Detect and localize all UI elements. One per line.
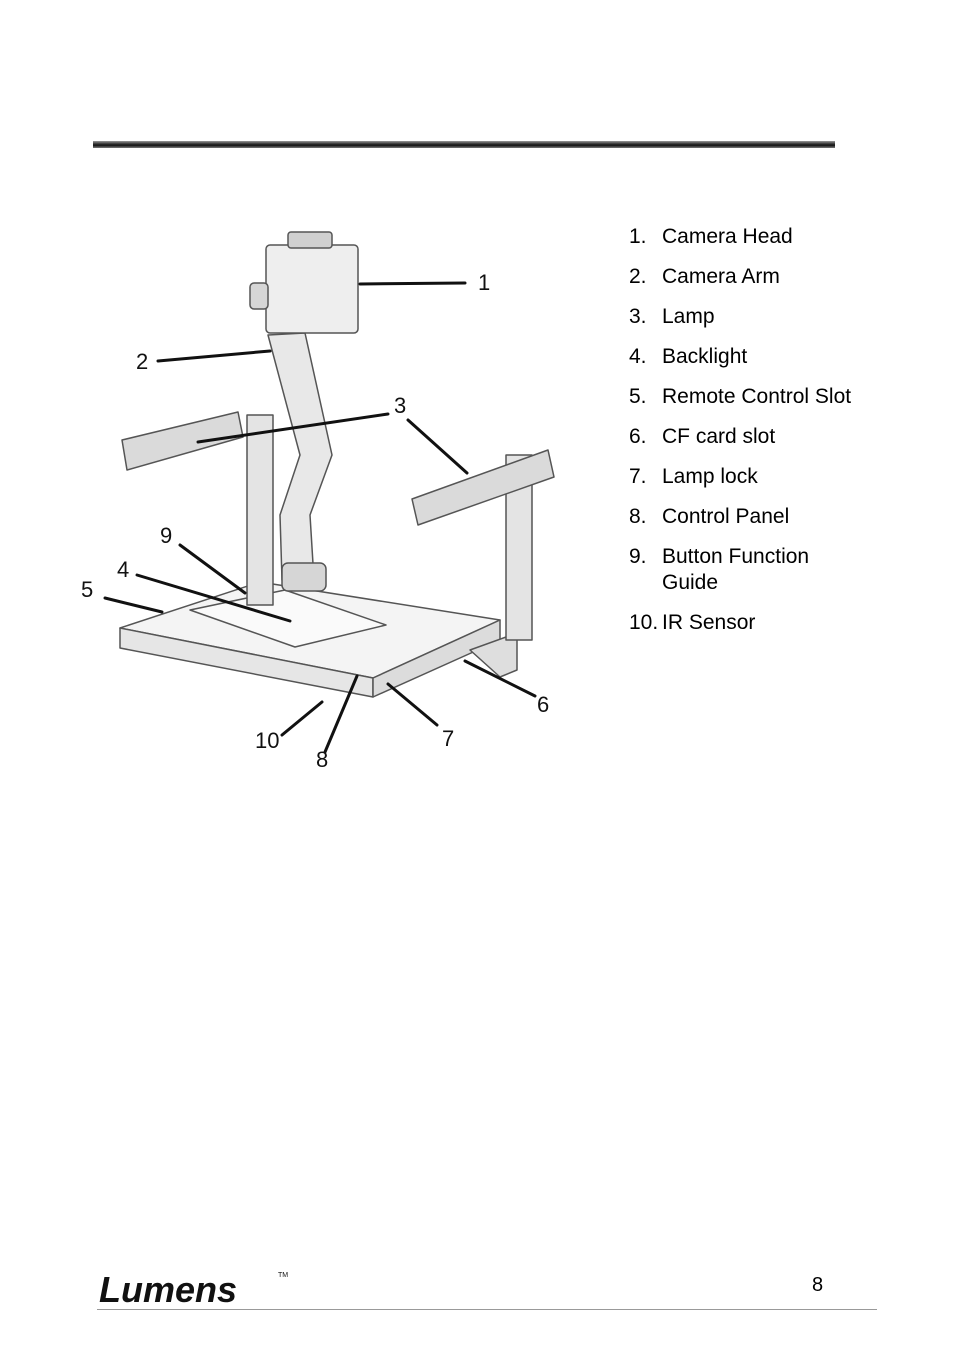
- callout-3: 3: [394, 393, 406, 418]
- list-item: 9. Button Function Guide: [629, 544, 869, 596]
- list-item: 4. Backlight: [629, 344, 869, 370]
- page-number: 8: [812, 1274, 824, 1296]
- callout-6: 6: [537, 692, 549, 717]
- item-number: 4.: [629, 345, 647, 368]
- right-lamp: [411, 449, 555, 526]
- callout-2: 2: [136, 349, 148, 374]
- callout-10: 10: [255, 728, 279, 753]
- list-item: 6. CF card slot: [629, 424, 869, 450]
- item-label: Control Panel: [662, 505, 790, 528]
- item-label: Backlight: [662, 345, 748, 368]
- item-number: 1.: [629, 225, 647, 248]
- list-item: 7. Lamp lock: [629, 464, 869, 490]
- top-rule: [93, 141, 835, 148]
- callout-8: 8: [316, 747, 328, 772]
- leader-2: [156, 349, 272, 363]
- callout-9: 9: [160, 523, 172, 548]
- leader-4: [135, 573, 292, 623]
- leader-3a: [196, 412, 390, 444]
- list-item: 10.IR Sensor: [629, 610, 869, 636]
- leader-10: [280, 700, 324, 737]
- callout-4: 4: [117, 557, 129, 582]
- list-item: 1. Camera Head: [629, 224, 869, 250]
- item-label: Camera Arm: [662, 265, 780, 288]
- leader-5: [103, 596, 164, 614]
- list-item: 8. Control Panel: [629, 504, 869, 530]
- left-lamp: [121, 411, 244, 471]
- lumens-logo: Lumens TM: [99, 1269, 288, 1308]
- leader-9: [178, 543, 247, 595]
- camera-knob: [249, 282, 269, 310]
- leader-7: [386, 682, 439, 727]
- item-label: Lamp lock: [662, 465, 758, 488]
- leader-6: [463, 659, 537, 698]
- callout-1: 1: [478, 270, 490, 295]
- leader-3b: [406, 418, 469, 475]
- camera-body: [265, 244, 359, 334]
- item-number: 9.: [629, 545, 647, 568]
- callout-7: 7: [442, 726, 454, 751]
- item-number: 3.: [629, 305, 647, 328]
- list-item: 5. Remote Control Slot: [629, 384, 869, 410]
- item-number: 5.: [629, 385, 647, 408]
- camera-arm: [267, 332, 333, 581]
- list-item: 3. Lamp: [629, 304, 869, 330]
- arm-pivot: [281, 562, 327, 592]
- item-label: Camera Head: [662, 225, 793, 248]
- item-label: CF card slot: [662, 425, 776, 448]
- document-camera-diagram: 1 2 3 4 5 6 7 8 9 10: [81, 231, 555, 772]
- item-label: Remote Control Slot: [662, 385, 852, 408]
- callout-5: 5: [81, 577, 93, 602]
- leader-1: [358, 281, 467, 286]
- leader-8: [323, 674, 359, 754]
- item-number: 10.: [629, 611, 659, 634]
- item-number: 2.: [629, 265, 647, 288]
- list-item: 2. Camera Arm: [629, 264, 869, 290]
- logo-trademark: TM: [278, 1272, 288, 1279]
- logo-text: Lumens: [99, 1269, 237, 1308]
- parts-list: 1. Camera Head 2. Camera Arm 3. Lamp 4. Back…: [629, 224, 869, 650]
- item-label: Button Function Guide: [662, 545, 810, 594]
- bottom-rule: [97, 1309, 877, 1310]
- base-mount: [469, 632, 518, 678]
- item-label: IR Sensor: [662, 611, 756, 634]
- camera-top: [287, 231, 333, 249]
- item-label: Lamp: [662, 305, 715, 328]
- item-number: 7.: [629, 465, 647, 488]
- item-number: 6.: [629, 425, 647, 448]
- item-number: 8.: [629, 505, 647, 528]
- left-post: [246, 414, 274, 606]
